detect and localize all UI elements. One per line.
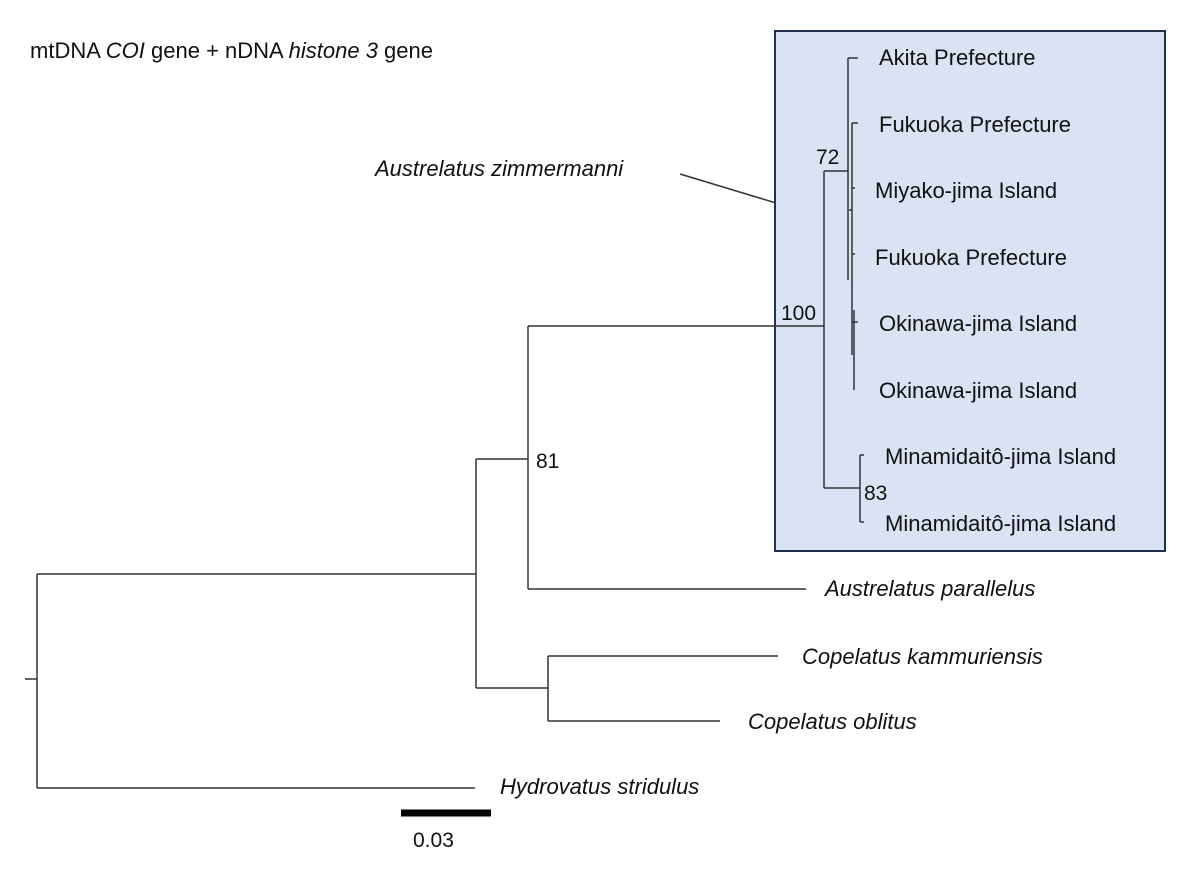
support-value: 83 bbox=[864, 482, 888, 505]
taxon-label: Minamidaitô-jima Island bbox=[885, 444, 1117, 469]
figure-title: mtDNA COI gene + nDNA histone 3 gene bbox=[30, 38, 433, 63]
outgroup-label: Copelatus kammuriensis bbox=[802, 644, 1043, 669]
taxon-label: Okinawa-jima Island bbox=[879, 378, 1078, 403]
outgroup-label: Austrelatus parallelus bbox=[825, 576, 1036, 601]
highlighted-clade-box bbox=[774, 30, 1166, 552]
support-value: 100 bbox=[781, 302, 817, 325]
taxon-label: Fukuoka Prefecture bbox=[875, 245, 1067, 270]
scale-bar-label: 0.03 bbox=[413, 829, 454, 852]
taxon-label: Akita Prefecture bbox=[879, 45, 1036, 70]
support-value: 81 bbox=[536, 450, 560, 473]
taxon-label: Minamidaitô-jima Island bbox=[885, 511, 1117, 536]
taxon-label: Miyako-jima Island bbox=[875, 178, 1058, 203]
taxon-label: Fukuoka Prefecture bbox=[879, 112, 1071, 137]
support-value: 72 bbox=[816, 146, 840, 169]
outgroup-label: Copelatus oblitus bbox=[748, 709, 917, 734]
tree-branches bbox=[25, 57, 864, 789]
outgroup-label: Hydrovatus stridulus bbox=[500, 774, 700, 799]
taxon-label: Okinawa-jima Island bbox=[879, 311, 1078, 336]
clade-label: Austrelatus zimmermanni bbox=[375, 156, 624, 181]
